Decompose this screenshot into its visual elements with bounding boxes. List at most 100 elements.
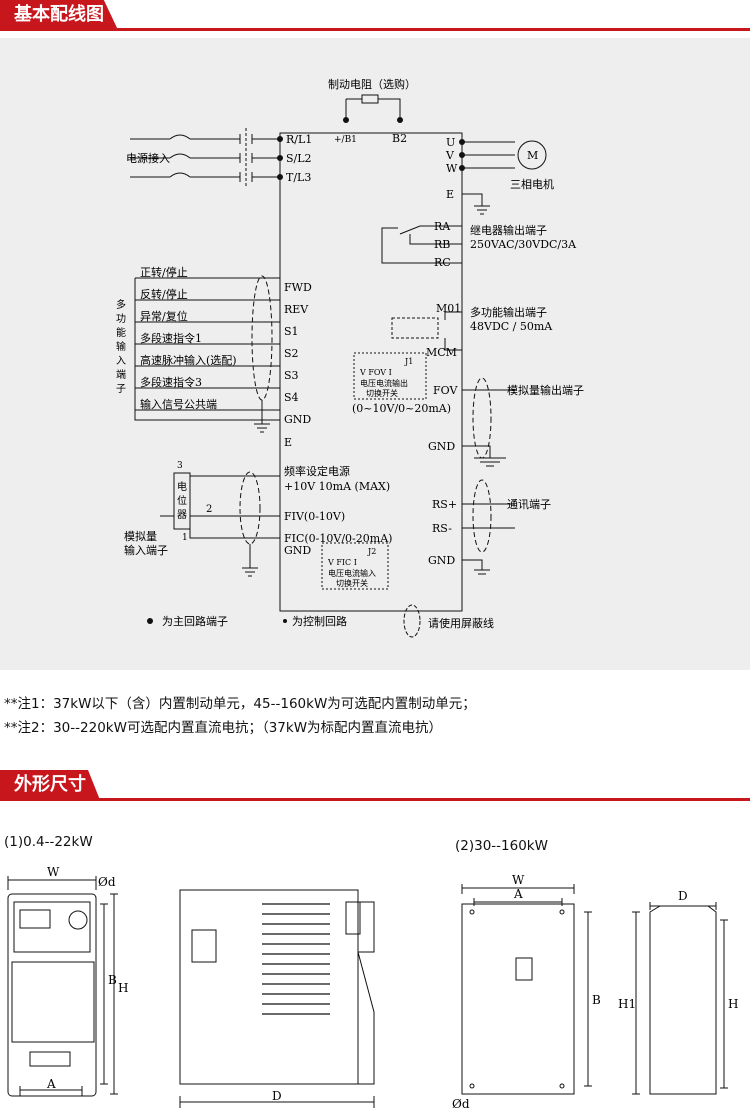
j2-label: J2 bbox=[367, 547, 376, 556]
legend-main: 为主回路端子 bbox=[162, 615, 228, 628]
terminal-w: W bbox=[446, 162, 458, 175]
terminal-gnd-rs: GND bbox=[428, 554, 455, 567]
terminal-fic: FIC(0-10V/0-20mA) bbox=[284, 532, 392, 545]
terminal-rc: RC bbox=[434, 256, 451, 269]
divider bbox=[0, 28, 750, 31]
wiring-diagram-panel bbox=[0, 38, 750, 670]
section-header-dimensions: 外形尺寸 bbox=[0, 770, 750, 804]
pot-pin-1: 1 bbox=[182, 533, 188, 543]
multi-input-vertical-1: 多 bbox=[116, 298, 126, 311]
j2-vi: V FIC I bbox=[327, 558, 357, 567]
multi-input-vertical-6: 端 bbox=[116, 368, 126, 381]
terminal-m01: M01 bbox=[436, 302, 461, 315]
input-label-3: 多段速指令1 bbox=[140, 331, 202, 345]
pot-pin-2: 2 bbox=[206, 504, 212, 515]
terminal-u: U bbox=[446, 136, 455, 149]
input-label-2: 异常/复位 bbox=[140, 309, 188, 323]
analog-input-label: 模拟量 bbox=[124, 529, 157, 543]
section-header-wiring: 基本配线图 bbox=[0, 0, 750, 34]
terminal-t: T/L3 bbox=[286, 171, 311, 184]
terminal-b2: B2 bbox=[392, 132, 407, 145]
input-label-5: 多段速指令3 bbox=[140, 375, 202, 389]
dim-w-small: W bbox=[47, 865, 60, 879]
pot-char-1: 位 bbox=[177, 494, 187, 507]
dim-d-large: D bbox=[678, 889, 688, 903]
terminal-pb1: +/B1 bbox=[334, 135, 357, 145]
terminal-e: E bbox=[446, 188, 454, 201]
model-1-title: (1)0.4--22kW bbox=[4, 834, 93, 850]
multi-input-vertical-3: 能 bbox=[116, 326, 126, 339]
input-term-6: GND bbox=[284, 413, 311, 426]
terminal-e-ground: E bbox=[284, 436, 292, 449]
dim-a-small: A bbox=[46, 1077, 56, 1091]
dim-w-large: W bbox=[512, 873, 525, 887]
terminal-r: R/L1 bbox=[286, 133, 312, 146]
multi-input-vertical-5: 入 bbox=[116, 356, 126, 367]
terminal-gnd-fov: GND bbox=[428, 440, 455, 453]
relay-rating: 250VAC/30VDC/3A bbox=[470, 238, 577, 251]
brake-resistor-label: 制动电阻（选购） bbox=[328, 77, 416, 91]
input-term-1: REV bbox=[284, 303, 309, 316]
multi-output-rating: 48VDC / 50mA bbox=[470, 320, 553, 333]
dim-h1-large: H1 bbox=[618, 997, 636, 1011]
legend-ctrl: 为控制回路 bbox=[292, 614, 347, 628]
j1-range: (0~10V/0~20mA) bbox=[352, 402, 451, 415]
terminal-ra: RA bbox=[434, 220, 451, 233]
j2-switch2: 切换开关 bbox=[336, 578, 368, 588]
multi-input-vertical-2: 功 bbox=[116, 313, 126, 325]
multi-output-label: 多功能输出端子 bbox=[470, 305, 547, 319]
dim-h-large: H bbox=[728, 997, 738, 1011]
dim-h-small: H bbox=[118, 981, 128, 995]
note-1: **注1：37kW以下（含）内置制动单元，45--160kW为可选配内置制动单元… bbox=[4, 696, 476, 712]
comm-label: 通讯端子 bbox=[507, 498, 551, 511]
input-label-4: 高速脉冲输入(选配) bbox=[140, 353, 237, 367]
terminal-fov: FOV bbox=[433, 384, 458, 397]
multi-input-vertical-4: 输 bbox=[116, 340, 126, 353]
legend-shield: 请使用屏蔽线 bbox=[428, 616, 494, 630]
pot-pin-3: 3 bbox=[177, 461, 183, 471]
terminal-fiv: FIV(0-10V) bbox=[284, 510, 345, 523]
dim-d-side-small: D bbox=[272, 1089, 282, 1103]
terminal-rs-minus: RS- bbox=[432, 522, 452, 535]
input-term-2: S1 bbox=[284, 325, 299, 338]
input-term-5: S4 bbox=[284, 391, 299, 404]
pot-char-2: 器 bbox=[177, 509, 187, 521]
analog-input-label-2: 输入端子 bbox=[124, 543, 168, 557]
dim-b-small: B bbox=[108, 973, 117, 987]
terminal-mcm: MCM bbox=[426, 346, 457, 359]
terminal-gnd-analog: GND bbox=[284, 544, 311, 557]
dim-a-large: A bbox=[513, 887, 523, 901]
j1-label: J1 bbox=[404, 357, 413, 366]
terminal-v: V bbox=[445, 149, 455, 162]
freq-power-spec: +10V 10mA (MAX) bbox=[284, 480, 390, 493]
j1-vi: V FOV I bbox=[359, 368, 392, 377]
input-term-0: FWD bbox=[284, 281, 312, 294]
input-label-0: 正转/停止 bbox=[140, 265, 188, 279]
dim-b-large: B bbox=[592, 993, 601, 1007]
section-title: 外形尺寸 bbox=[0, 770, 100, 800]
terminal-rb: RB bbox=[434, 238, 450, 251]
input-term-4: S3 bbox=[284, 369, 299, 382]
j2-switch: 电压电流输入 bbox=[328, 568, 376, 578]
j1-switch2: 切换开关 bbox=[366, 388, 398, 398]
input-term-3: S2 bbox=[284, 347, 299, 360]
terminal-s: S/L2 bbox=[286, 152, 312, 165]
power-input-label: 电源接入 bbox=[126, 151, 170, 165]
input-label-1: 反转/停止 bbox=[140, 287, 188, 301]
dim-d-hole-large: Ød bbox=[452, 1097, 470, 1111]
multi-input-vertical-7: 子 bbox=[116, 383, 126, 395]
terminal-rs-plus: RS+ bbox=[432, 498, 457, 511]
motor-label: 三相电机 bbox=[510, 177, 554, 191]
section-title: 基本配线图 bbox=[0, 0, 118, 30]
dim-d-small: Ød bbox=[98, 875, 116, 889]
dimension-drawings: W Ød A H B D W A B D H1 H Ød bbox=[7, 865, 738, 1111]
relay-output-label: 继电器输出端子 bbox=[470, 223, 547, 237]
freq-power-label: 频率设定电源 bbox=[284, 464, 350, 478]
divider bbox=[0, 798, 750, 801]
input-label-6: 输入信号公共端 bbox=[140, 397, 217, 411]
j1-switch: 电压电流输出 bbox=[360, 378, 408, 388]
model-2-title: (2)30--160kW bbox=[455, 838, 548, 854]
analog-output-label: 模拟量输出端子 bbox=[507, 383, 584, 397]
motor-symbol: M bbox=[527, 149, 538, 162]
wiring-diagram: 制动电阻（选购） +/B1 B2 电源接入 R/L1 S/L2 T/L3 U V… bbox=[116, 77, 584, 638]
